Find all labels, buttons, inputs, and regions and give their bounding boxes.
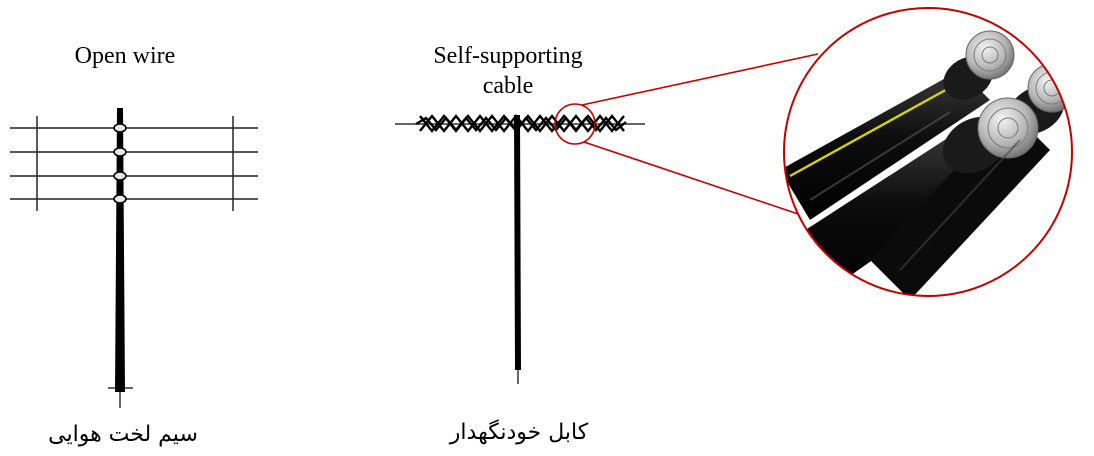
- insulator-icon: [113, 147, 127, 157]
- self-supporting-label-fa: کابل خودنگهدار: [449, 420, 589, 445]
- callout-line-bottom: [583, 141, 823, 223]
- callout-circle-small: [554, 103, 596, 145]
- insulator-icon: [113, 171, 127, 181]
- cable-cross-section-icon: [783, 7, 1073, 297]
- self-supporting-label-line2: cable: [482, 73, 534, 99]
- open-wire-label: Open wire: [74, 43, 176, 69]
- insulator-icon: [113, 123, 127, 133]
- self-supporting-pole: [395, 53, 823, 384]
- open-wire-label-fa: سیم لخت هوایی: [48, 422, 198, 447]
- self-supporting-label-line1: Self-supporting: [433, 43, 583, 69]
- callout-circle-large: [783, 7, 1073, 297]
- self-supporting-pole-shaft: [514, 115, 521, 370]
- twisted-cable-bundle: [415, 114, 627, 133]
- insulator-icon: [113, 194, 127, 204]
- open-wire-pole: [10, 108, 258, 408]
- callout-line-top: [581, 53, 819, 106]
